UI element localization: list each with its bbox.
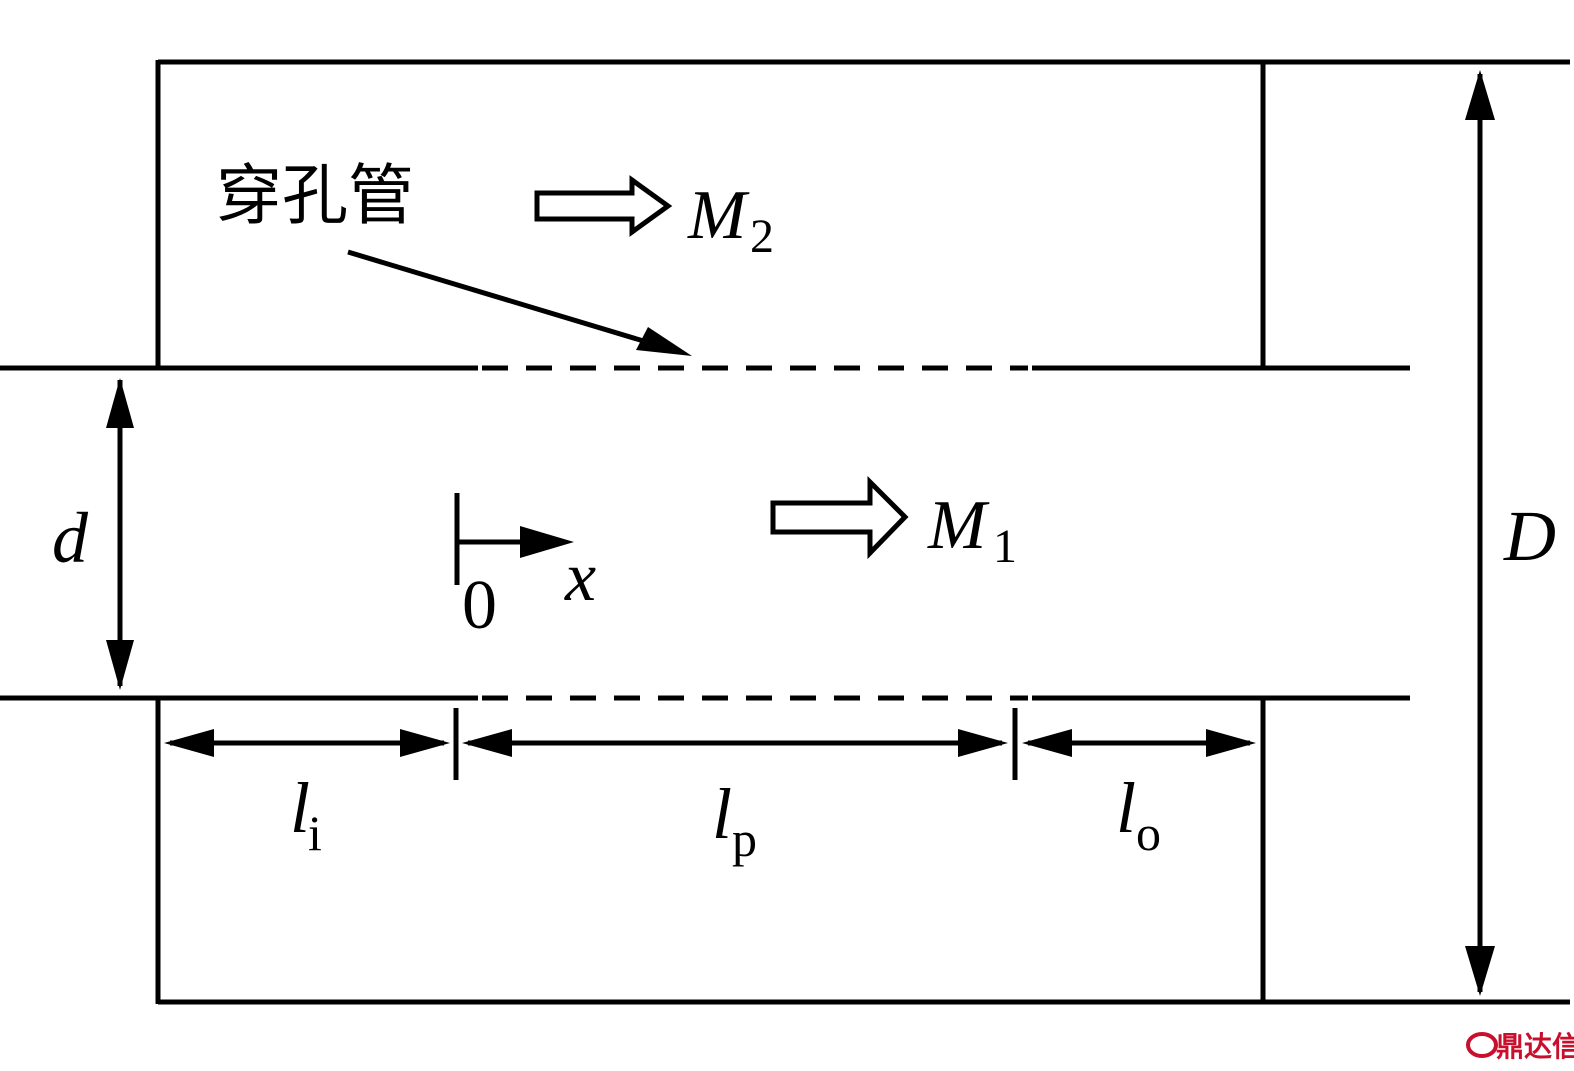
watermark-logo-icon <box>1466 1032 1498 1058</box>
pipe-diameter-dimension <box>106 378 134 690</box>
m1-flow-arrow <box>770 475 909 560</box>
m2-flow-arrow <box>534 175 673 237</box>
pipe-diameter-label: d <box>52 498 89 578</box>
origin-label: 0 <box>462 567 497 644</box>
watermark: 鼎达信 <box>1466 1030 1574 1063</box>
perforated-tube-pointer-head <box>636 327 692 356</box>
x-axis-label: x <box>564 539 596 616</box>
m2-subscript: 2 <box>750 210 774 263</box>
x-axis-arrowhead <box>520 526 574 558</box>
length-dimensions <box>164 708 1256 780</box>
li-label: l <box>290 768 310 848</box>
expansion-chamber <box>155 59 1570 1005</box>
chamber-diameter-label: D <box>1503 496 1556 576</box>
perforated-tube-pointer <box>347 249 681 355</box>
lp-subscript: p <box>732 811 757 867</box>
m1-label: M <box>927 487 990 564</box>
m1-subscript: 1 <box>993 520 1017 573</box>
lo-label: l <box>1116 768 1136 848</box>
m2-label: M <box>687 177 750 254</box>
perforated-tube-label: 穿孔管 <box>216 157 414 234</box>
svg-text:鼎达信: 鼎达信 <box>1496 1030 1574 1063</box>
chamber-diameter-dimension <box>1465 70 1495 996</box>
li-subscript: i <box>308 805 322 861</box>
lo-subscript: o <box>1136 805 1161 861</box>
lp-label: l <box>712 774 732 854</box>
pipe <box>0 365 1410 701</box>
